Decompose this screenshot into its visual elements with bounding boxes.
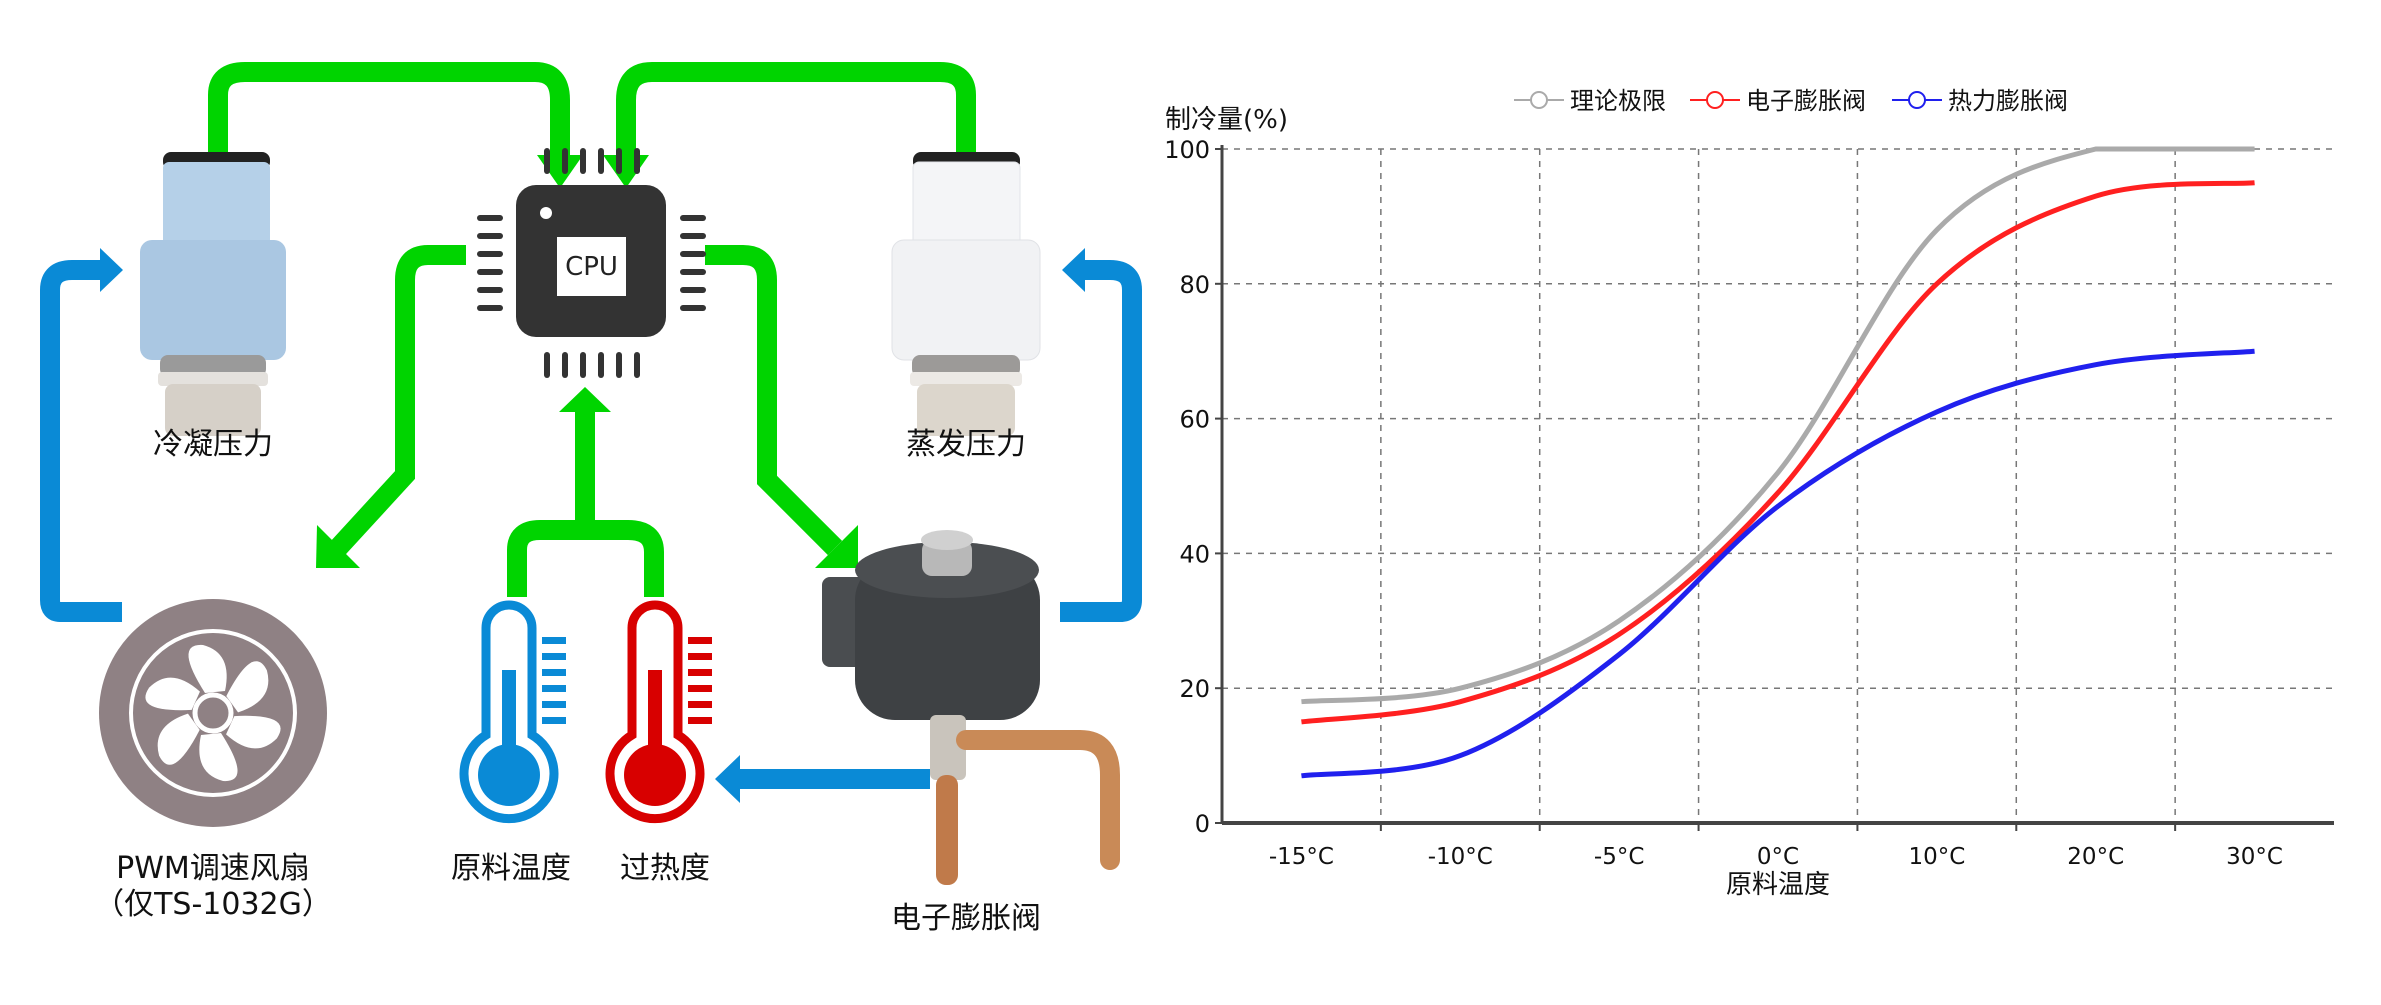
y-axis-label: 制冷量(%) [1165,105,1288,135]
arrowhead-icon [100,248,123,292]
label-superheat: 过热度 [620,851,710,886]
label-feed-temperature: 原料温度 [451,851,571,886]
flow-arrowheads [100,248,1085,803]
label-fan-model-note: （仅TS-1032G） [94,887,332,922]
y-tick-label: 40 [1179,540,1210,568]
chart-legend: 理论极限 电子膨胀阀 热力膨胀阀 [1514,87,2068,115]
legend-item: 理论极限 [1514,87,1666,115]
condensing-pressure-sensor [140,152,286,436]
label-condensing-pressure: 冷凝压力 [153,427,273,462]
y-tick-label: 20 [1179,675,1210,703]
arrowhead-icon [559,387,611,412]
y-tick-label: 0 [1195,810,1210,838]
x-tick-label: -10°C [1428,844,1493,870]
label-pwm-fan: PWM调速风扇 [116,851,310,886]
arrow-cpu-to-fan [330,245,466,555]
label-evaporating-pressure: 蒸发压力 [906,427,1026,462]
y-tick-label: 80 [1179,271,1210,299]
signal-arrows [208,62,976,597]
series-line-2 [1301,348,2255,779]
thermometer-cold-icon [459,600,566,824]
legend-item: 电子膨胀阀 [1690,87,1866,115]
legend-label: 理论极限 [1570,87,1666,115]
arrow-condensing-to-cpu [208,62,570,186]
thermometer-hot-icon [605,600,712,824]
arrow-valve-to-evaporating [1060,260,1142,622]
evaporating-pressure-sensor [891,152,1041,436]
series-line-0 [1301,146,2255,705]
arrowhead-icon [815,525,858,568]
arrow-cpu-to-valve [705,245,843,556]
cpu-label: CPU [565,251,618,282]
x-tick-label: 20°C [2067,844,2124,870]
x-tick-label: -15°C [1269,844,1334,870]
label-expansion-valve: 电子膨胀阀 [891,901,1041,936]
legend-label: 电子膨胀阀 [1746,87,1866,115]
arrow-evaporating-to-cpu [616,62,976,186]
arrowhead-icon [316,525,360,568]
x-axis-label: 原料温度 [1726,870,1830,900]
flow-arrows [40,260,1142,789]
fan-icon [99,599,327,827]
chart-grid [1222,148,2334,823]
chart-axes [1215,145,2334,831]
chart-series [1301,146,2255,779]
y-tick-label: 60 [1179,406,1210,434]
arrowhead-icon [715,755,740,803]
legend-marker-icon [1706,91,1724,109]
y-tick-label: 100 [1164,136,1210,164]
expansion-valve-image [822,530,1120,885]
legend-label: 热力膨胀阀 [1948,87,2068,115]
x-tick-label: 30°C [2226,844,2283,870]
x-tick-label: 10°C [1908,844,1965,870]
cpu-chip-icon [477,148,706,378]
control-diagram [40,62,1142,885]
x-tick-label: 0°C [1757,844,1799,870]
legend-marker-icon [1530,91,1548,109]
legend-marker-icon [1908,91,1926,109]
legend-item: 热力膨胀阀 [1892,87,2068,115]
arrow-thermometers-to-cpu [507,410,664,597]
x-tick-labels: -15°C -10°C -5°C 0°C 10°C 20°C 30°C [1269,844,2283,870]
arrowhead-icon [1062,248,1085,292]
arrow-fan-to-condensing [40,260,122,622]
series-line-1 [1301,180,2255,725]
x-tick-label: -5°C [1594,844,1645,870]
y-tick-labels: 0 20 40 60 80 100 [1164,136,1210,838]
